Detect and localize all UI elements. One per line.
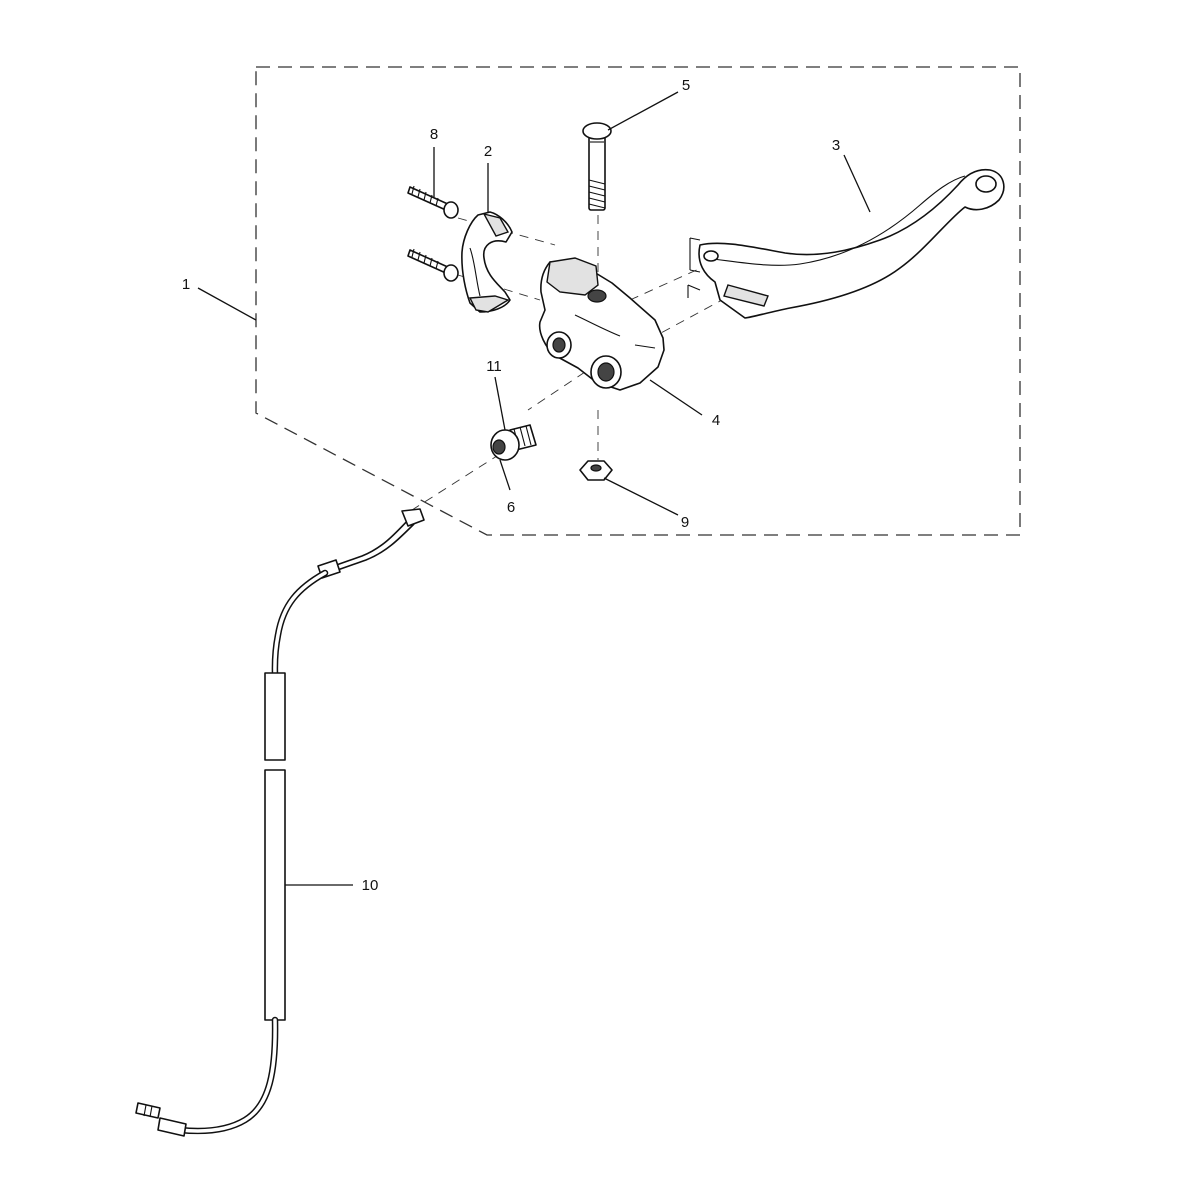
callout-9: 9 — [681, 514, 689, 531]
callout-10: 10 — [362, 877, 379, 894]
adjuster-screw — [490, 424, 537, 461]
callout-5: 5 — [682, 77, 690, 94]
callout-1: 1 — [182, 276, 190, 293]
callout-3: 3 — [832, 137, 840, 154]
assembly-boundary — [255, 66, 1021, 536]
lever — [687, 168, 1005, 319]
callout-6: 6 — [507, 499, 515, 516]
lever-housing — [538, 257, 665, 391]
clamp-screw-lower — [407, 248, 459, 282]
callout-4: 4 — [712, 412, 720, 429]
clamp-screw-upper — [407, 185, 459, 219]
callout-2: 2 — [484, 143, 492, 160]
callout-11: 11 — [486, 358, 502, 375]
lock-nut — [579, 460, 613, 481]
top-bolt — [582, 122, 612, 211]
clamp-bracket — [461, 211, 513, 313]
callout-numbers: 1 2 3 4 5 6 8 9 10 11 — [182, 77, 840, 894]
leader-lines — [197, 91, 871, 886]
callout-8: 8 — [430, 126, 438, 143]
switch-cable — [135, 508, 425, 1137]
